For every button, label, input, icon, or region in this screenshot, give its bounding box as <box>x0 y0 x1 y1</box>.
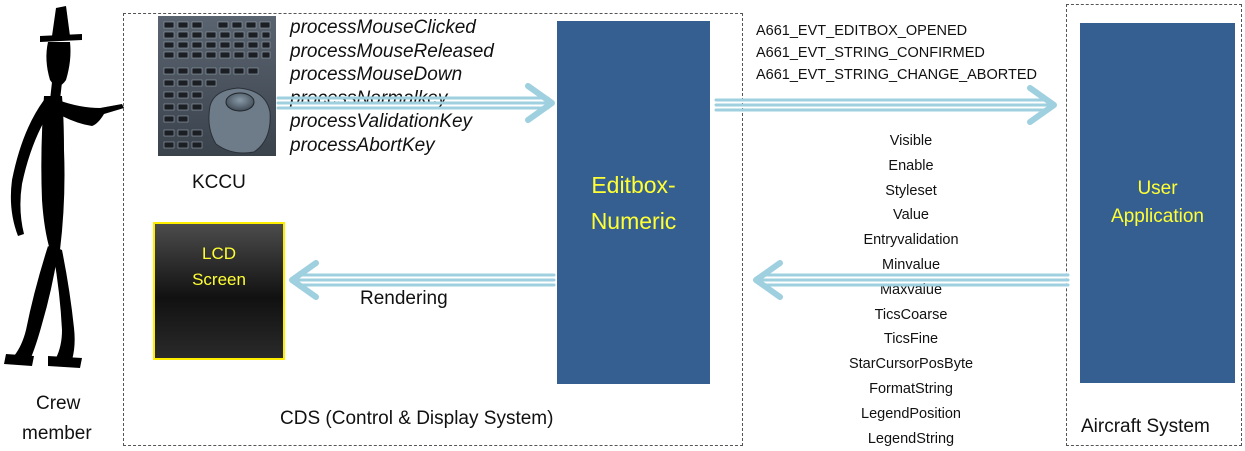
attribute-list: Visible Enable Styleset Value Entryvalid… <box>811 129 1011 451</box>
rendering-label: Rendering <box>360 288 448 309</box>
attribute-item: Value <box>892 207 929 224</box>
cds-boundary <box>123 13 743 446</box>
crew-label-line1: Crew <box>36 393 81 414</box>
aircraft-system-label: Aircraft System <box>1081 416 1210 437</box>
user-app-label-line2: Application <box>1111 206 1204 227</box>
message-item: processValidationKey <box>290 111 473 132</box>
event-item: A661_EVT_STRING_CHANGE_ABORTED <box>756 67 1037 83</box>
message-item: processMouseDown <box>290 64 463 85</box>
crew-member-figure <box>4 6 124 368</box>
event-item: A661_EVT_EDITBOX_OPENED <box>756 23 968 39</box>
attribute-item: LegendPosition <box>861 405 961 422</box>
lcd-screen-box: LCD Screen <box>153 222 285 360</box>
crew-label-line2: member <box>22 423 92 444</box>
lcd-label-line1: LCD <box>201 244 236 263</box>
cds-label: CDS (Control & Display System) <box>280 408 554 429</box>
message-item: processNormalkey <box>290 87 448 109</box>
event-item: A661_EVT_STRING_CONFIRMED <box>756 45 985 61</box>
message-item: processAbortKey <box>290 134 435 156</box>
attribute-item: Maxvalue <box>879 281 943 298</box>
user-app-label-line1: User <box>1137 178 1178 199</box>
attribute-item: Enable <box>888 157 934 174</box>
message-item: processMouseClicked <box>290 17 476 38</box>
attribute-item: LegendString <box>867 430 955 447</box>
message-item: processMouseReleased <box>290 40 494 62</box>
kccu-keyboard-image <box>158 16 276 156</box>
attribute-item: TicsFine <box>883 331 939 348</box>
attribute-item: Visible <box>889 133 933 149</box>
user-application-box: User Application <box>1080 23 1235 383</box>
editbox-label-line1: Editbox- <box>591 171 676 198</box>
attribute-item: StarCursorPosByte <box>848 356 974 373</box>
attribute-item: Minvalue <box>881 256 941 273</box>
editbox-numeric-box: Editbox- Numeric <box>557 21 710 384</box>
kccu-label: KCCU <box>192 172 246 193</box>
editbox-label-line2: Numeric <box>590 207 677 234</box>
attribute-item: Entryvalidation <box>863 232 959 249</box>
attribute-item: TicsCoarse <box>874 306 948 323</box>
kccu-message-list: processMouseClicked processMouseReleased… <box>290 16 494 157</box>
attribute-item: FormatString <box>869 380 953 397</box>
attribute-item: Styleset <box>885 182 937 199</box>
arrow-editbox-to-user-application <box>714 85 1057 125</box>
aircraft-system-boundary <box>1066 4 1242 446</box>
lcd-label-line2: Screen <box>192 270 246 289</box>
event-list: A661_EVT_EDITBOX_OPENED A661_EVT_STRING_… <box>756 20 1037 86</box>
